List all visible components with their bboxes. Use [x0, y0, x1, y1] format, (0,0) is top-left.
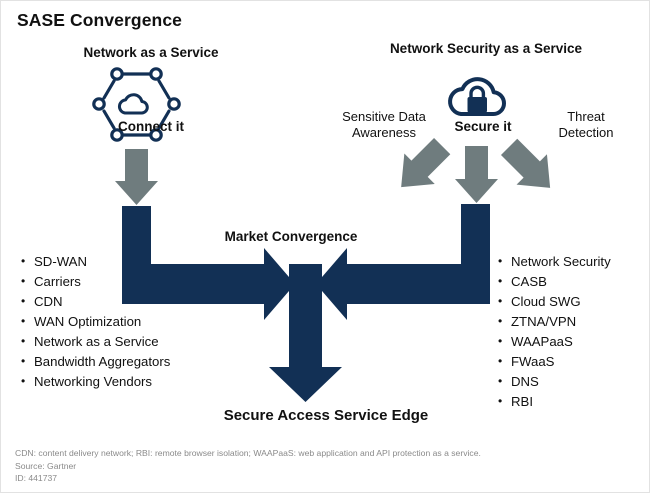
footnote-abbreviations: CDN: content delivery network; RBI: remo…: [15, 448, 481, 458]
threat-detection-line-1: Threat: [567, 109, 605, 124]
secure-it-caption: Secure it: [454, 119, 512, 134]
connect-it-grey-arrow: [115, 149, 158, 205]
threat-detection-grey-arrow: [500, 138, 551, 188]
sensitive-data-awareness-line-1: Sensitive Data: [342, 109, 426, 124]
right-branch-navy-arrow: [316, 204, 490, 320]
secure-access-service-edge-label: Secure Access Service Edge: [223, 407, 429, 424]
list-item: RBI: [498, 392, 611, 412]
list-item: Networking Vendors: [21, 372, 170, 392]
list-item: SD-WAN: [21, 251, 170, 272]
footnote-id: ID: 441737: [15, 473, 58, 484]
page-title: SASE Convergence: [17, 10, 182, 30]
list-item: Network Security: [498, 251, 611, 272]
list-item: CDN: [21, 292, 170, 312]
network-as-a-service-heading: Network as a Service: [83, 45, 219, 60]
network-cloud-icon: [92, 67, 181, 142]
footnote: CDN: content delivery network; RBI: remo…: [15, 447, 635, 485]
list-item: Cloud SWG: [498, 292, 611, 312]
threat-detection-label: Threat Detection: [531, 109, 641, 141]
secure-it-grey-arrow: [455, 146, 498, 203]
connect-it-caption: Connect it: [118, 119, 184, 134]
footnote-source: Source: Gartner: [15, 460, 77, 471]
center-down-navy-arrow: [269, 264, 342, 402]
list-item: Network as a Service: [21, 332, 170, 352]
list-item: WAN Optimization: [21, 312, 170, 332]
list-item: WAAPaaS: [498, 332, 611, 352]
list-item: ZTNA/VPN: [498, 312, 611, 332]
list-item: FWaaS: [498, 352, 611, 372]
list-item: CASB: [498, 272, 611, 292]
threat-detection-line-2: Detection: [558, 124, 614, 140]
network-security-as-a-service-heading: Network Security as a Service: [389, 41, 583, 56]
sensitive-data-grey-arrow: [401, 137, 451, 188]
market-convergence-label: Market Convergence: [224, 229, 358, 244]
sensitive-data-awareness-line-2: Awareness: [351, 124, 417, 140]
cloud-lock-icon: [448, 77, 507, 116]
sensitive-data-awareness-label: Sensitive Data Awareness: [319, 109, 449, 141]
network-security-as-a-service-list: Network Security CASB Cloud SWG ZTNA/VPN…: [498, 251, 611, 413]
list-item: Carriers: [21, 272, 170, 292]
list-item: DNS: [498, 372, 611, 392]
list-item: Bandwidth Aggregators: [21, 352, 170, 372]
network-as-a-service-list: SD-WAN Carriers CDN WAN Optimization Net…: [21, 251, 170, 392]
